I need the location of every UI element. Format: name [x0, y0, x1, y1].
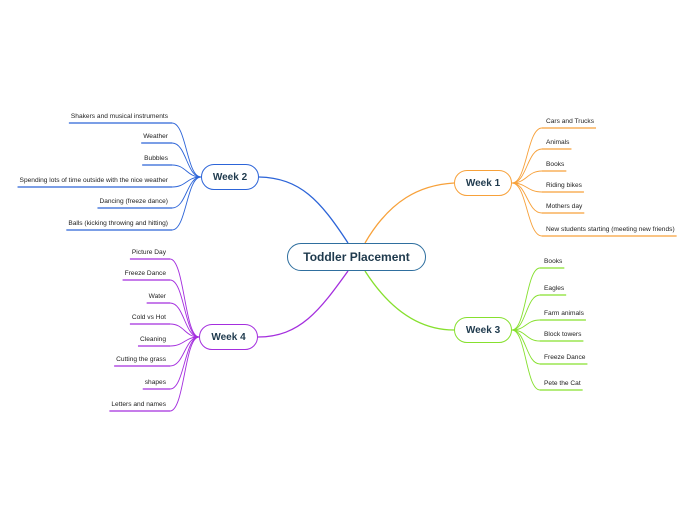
- week3-leaf[interactable]: Eagles: [544, 285, 565, 292]
- week4-leaf[interactable]: Cleaning: [139, 336, 166, 343]
- root-label: Toddler Placement: [303, 250, 410, 264]
- week2-leaf-connector: [171, 122, 202, 178]
- week3-leaf[interactable]: Freeze Dance: [544, 354, 586, 361]
- leaf-connectors: [17, 122, 677, 412]
- week1-leaf-connector: [511, 127, 543, 184]
- week2-leaf-connector: [171, 164, 202, 178]
- week1-leaf[interactable]: Cars and Trucks: [546, 118, 595, 125]
- week2-leaf-connector: [171, 176, 202, 231]
- week4-label: Week 4: [211, 331, 246, 343]
- week4-node[interactable]: Week 4: [199, 324, 258, 350]
- week2-leaf[interactable]: Balls (kicking throwing and hitting): [68, 220, 168, 227]
- week1-leaf[interactable]: Riding bikes: [546, 182, 582, 189]
- root-node[interactable]: Toddler Placement: [287, 243, 426, 271]
- week4-leaf[interactable]: Cold vs Hot: [131, 314, 166, 321]
- week3-leaf-connector: [511, 267, 541, 331]
- week2-leaf[interactable]: Weather: [143, 133, 168, 140]
- week2-leaf-connector: [171, 142, 202, 178]
- week1-leaf[interactable]: Animals: [546, 139, 570, 146]
- week4-leaf-connector: [169, 279, 200, 338]
- week4-leaf-connector: [169, 336, 200, 412]
- week3-leaf[interactable]: Farm animals: [544, 310, 584, 317]
- week3-node[interactable]: Week 3: [454, 317, 512, 343]
- week1-label: Week 1: [465, 177, 501, 189]
- week3-leaf[interactable]: Block towers: [544, 331, 582, 338]
- connector-root-week2: [258, 176, 349, 244]
- week1-leaf[interactable]: Mothers day: [546, 203, 583, 210]
- week4-leaf[interactable]: shapes: [144, 379, 166, 386]
- week1-leaf-connector: [511, 170, 543, 184]
- week3-leaf-connector: [511, 294, 541, 331]
- week3-leaf[interactable]: Books: [544, 258, 563, 265]
- week1-leaf-connector: [511, 182, 543, 237]
- week4-leaf[interactable]: Cutting the grass: [116, 356, 166, 363]
- week1-leaf[interactable]: New students starting (meeting new frien…: [546, 226, 675, 233]
- week2-leaf[interactable]: Shakers and musical instruments: [70, 113, 168, 120]
- week1-leaf[interactable]: Books: [546, 161, 565, 168]
- week4-leaf-connector: [169, 258, 200, 338]
- week2-node[interactable]: Week 2: [201, 164, 259, 190]
- week2-leaf[interactable]: Spending lots of time outside with the n…: [19, 177, 168, 184]
- week4-leaf-connector: [169, 302, 200, 338]
- week1-leaf-connector: [511, 148, 543, 184]
- connector-root-week4: [257, 270, 349, 338]
- week3-leaf-connector: [511, 329, 541, 391]
- week3-leaf-connector: [511, 319, 541, 331]
- week4-leaf-connector: [169, 336, 200, 390]
- week2-label: Week 2: [212, 171, 248, 183]
- week4-leaf[interactable]: Picture Day: [131, 249, 166, 256]
- week3-leaf[interactable]: Pete the Cat: [544, 380, 581, 387]
- connector-root-week3: [364, 270, 455, 331]
- week3-label: Week 3: [465, 324, 501, 336]
- week4-leaf[interactable]: Letters and names: [111, 401, 166, 408]
- week2-leaf[interactable]: Bubbles: [144, 155, 168, 162]
- week2-leaf[interactable]: Dancing (freeze dance): [99, 198, 168, 205]
- week4-leaf-connector: [169, 323, 200, 338]
- week4-leaf[interactable]: Water: [148, 293, 166, 300]
- connector-root-week1: [364, 182, 455, 244]
- week1-node[interactable]: Week 1: [454, 170, 512, 196]
- week4-leaf[interactable]: Freeze Dance: [124, 270, 166, 277]
